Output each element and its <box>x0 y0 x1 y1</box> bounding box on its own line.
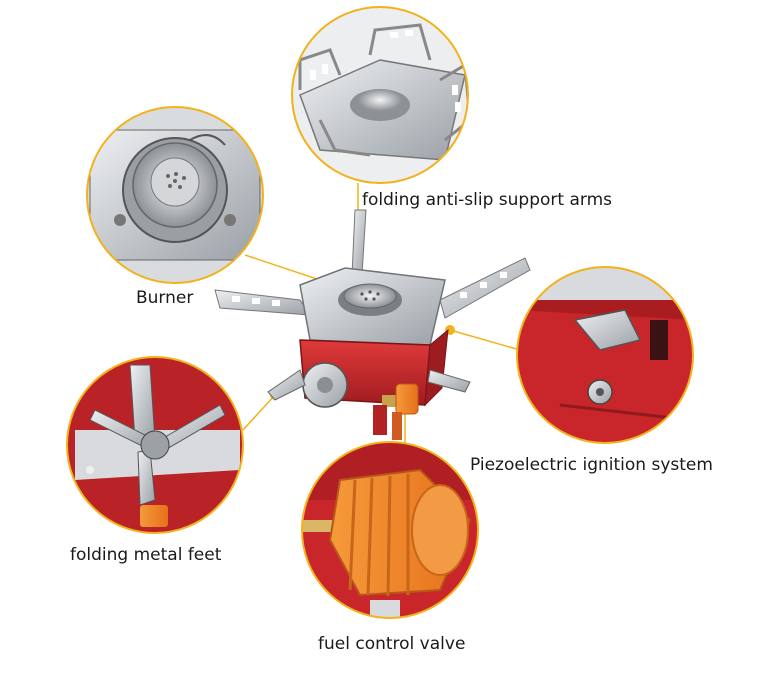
callout-piezo-image <box>516 266 694 444</box>
callout-burner-image <box>86 106 264 284</box>
callout-feet-image <box>66 356 244 534</box>
callout-support-arms-image <box>291 6 469 184</box>
fuel-valve-label: fuel control valve <box>318 634 466 654</box>
callout-valve-image <box>301 441 479 619</box>
main-stove <box>214 209 531 440</box>
piezo-ignition-label: Piezoelectric ignition system <box>470 455 713 475</box>
metal-feet-label: folding metal feet <box>70 545 222 565</box>
support-arms-label: folding anti-slip support arms <box>362 190 613 210</box>
burner-label: Burner <box>136 288 194 308</box>
